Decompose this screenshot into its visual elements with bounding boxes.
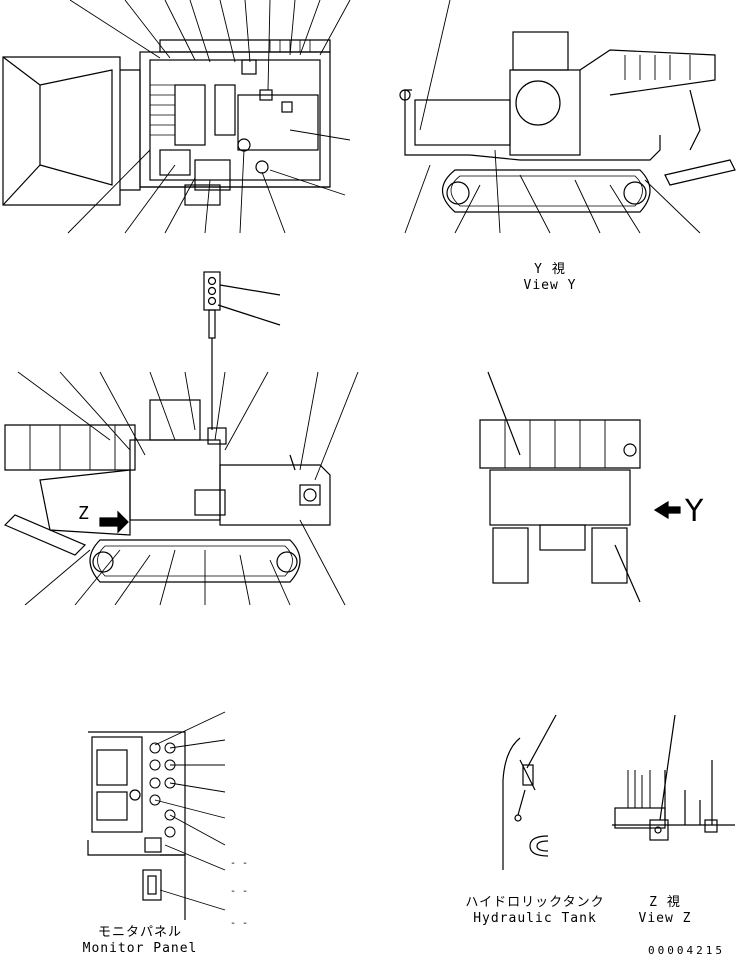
top-view xyxy=(2,0,351,234)
view-y-caption: Y 視 View Y xyxy=(505,262,595,294)
hydraulic-tank-detail xyxy=(502,714,557,870)
monitor-panel-caption: モニタパネル Monitor Panel xyxy=(70,925,210,957)
hydraulic-tank-caption-jp: ハイドロリックタンク xyxy=(465,895,605,910)
panel-mark-1: - - xyxy=(230,858,249,869)
document-number: 00004215 xyxy=(648,944,725,957)
view-y-arrow-label: Y xyxy=(685,494,704,529)
view-y-caption-jp: Y 視 xyxy=(534,262,566,277)
side-view-y xyxy=(399,0,736,234)
monitor-panel-caption-en: Monitor Panel xyxy=(82,941,198,956)
view-z-caption-en: View Z xyxy=(638,911,692,926)
view-z-caption: Z 視 View Z xyxy=(620,895,710,927)
panel-mark-2: - - xyxy=(230,886,249,897)
view-y-caption-en: View Y xyxy=(523,278,577,293)
side-view xyxy=(3,271,359,606)
view-z-caption-jp: Z 視 xyxy=(649,895,681,910)
panel-mark-3: - - xyxy=(230,918,249,929)
rear-view xyxy=(479,371,681,603)
hydraulic-tank-caption-en: Hydraulic Tank xyxy=(473,911,597,926)
monitor-panel-detail xyxy=(87,711,226,920)
view-z-detail xyxy=(612,714,735,841)
hydraulic-tank-caption: ハイドロリックタンク Hydraulic Tank xyxy=(455,895,615,927)
monitor-panel-caption-jp: モニタパネル xyxy=(97,925,182,940)
z-view-marker: Z xyxy=(78,503,90,524)
